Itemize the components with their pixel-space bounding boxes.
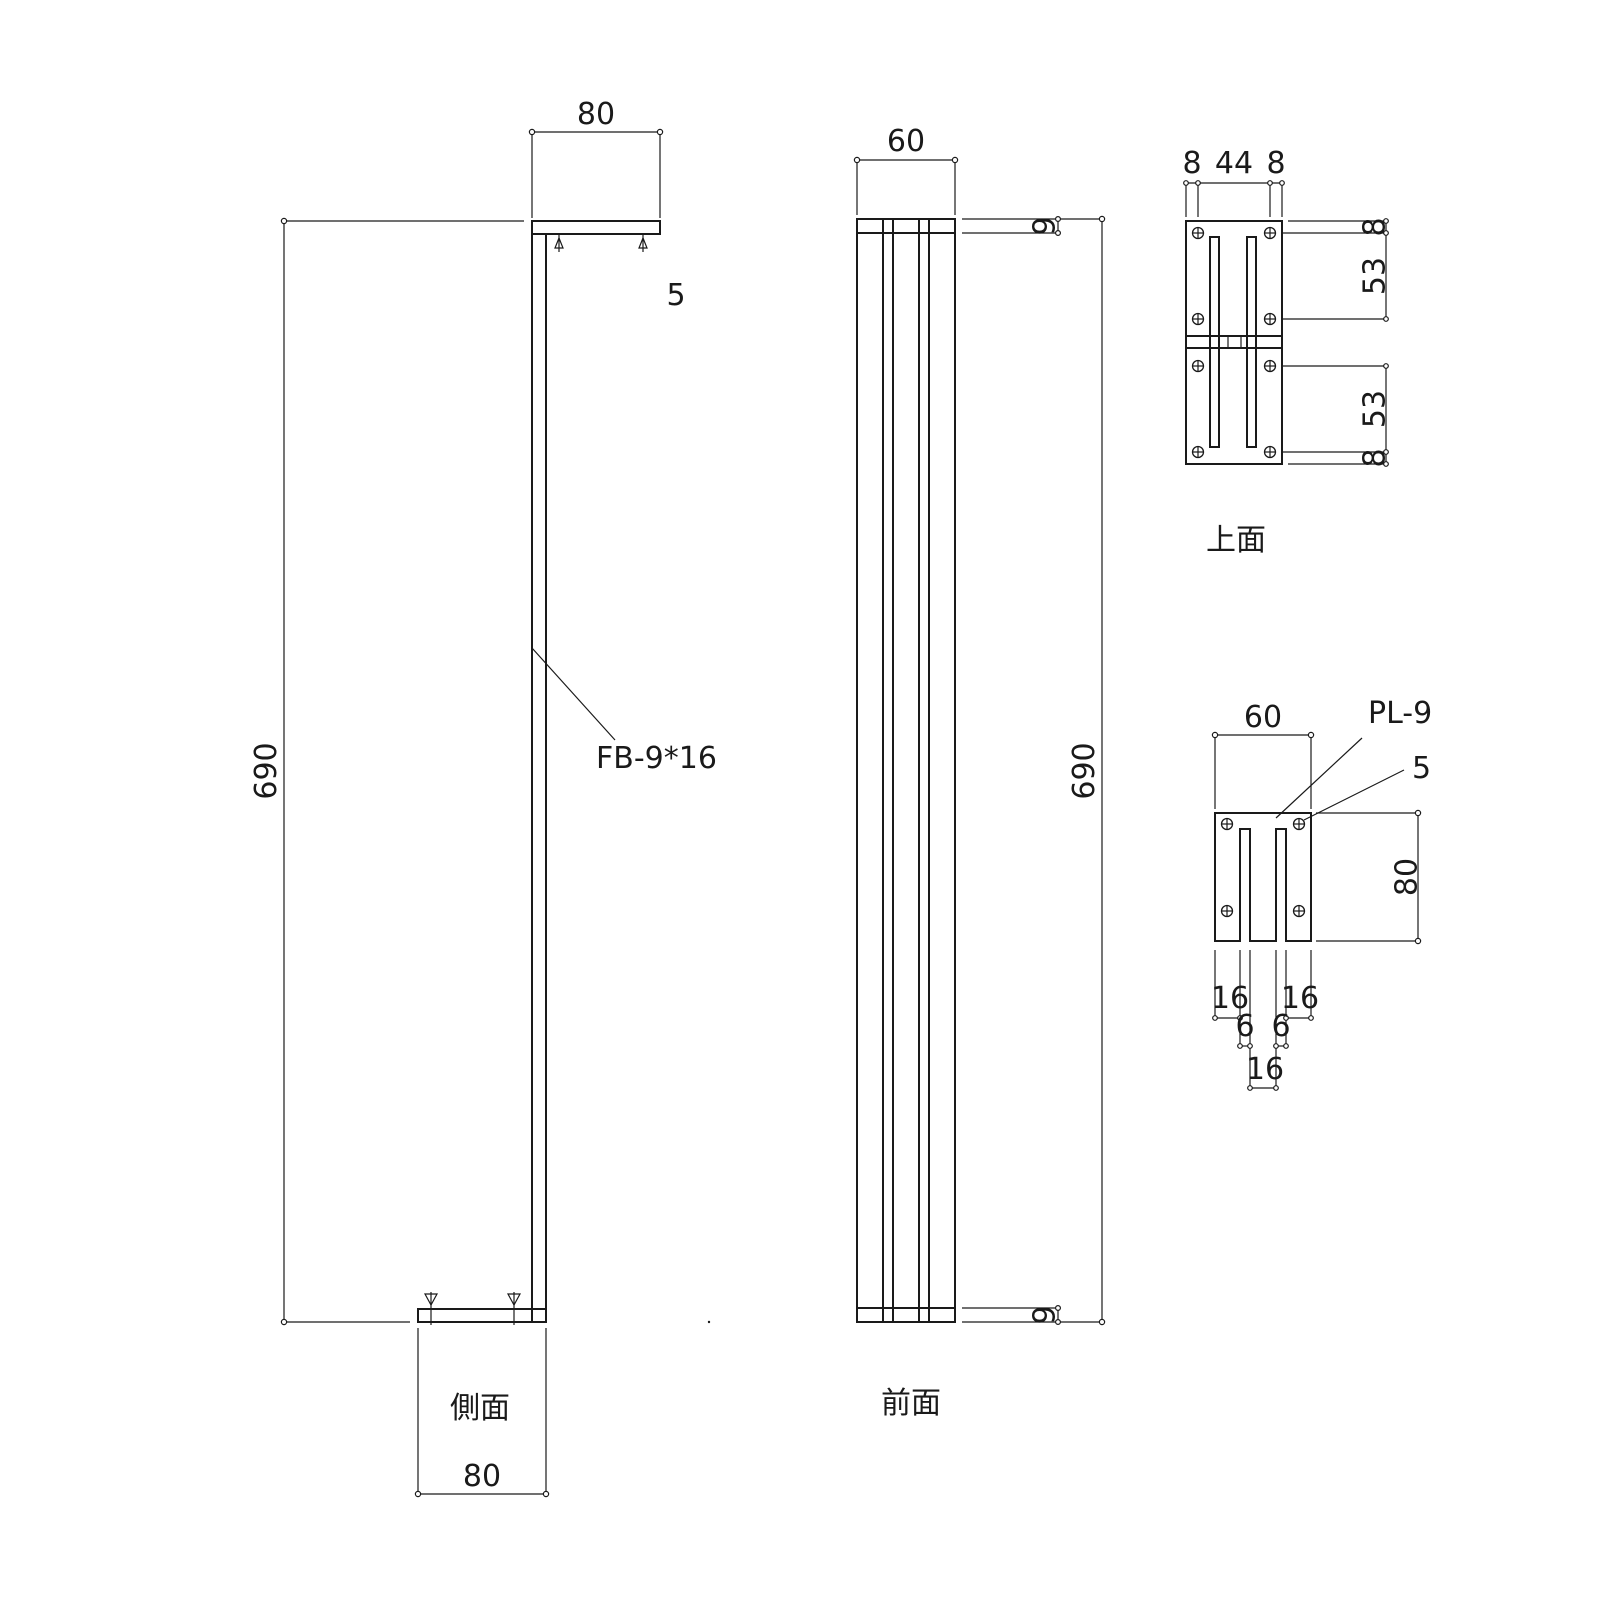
dim-top-middle-label: 44 bbox=[1215, 146, 1253, 181]
bolt-icon bbox=[1191, 445, 1205, 459]
dim-front-height-label: 690 bbox=[1067, 742, 1102, 799]
dim-side-height-label: 690 bbox=[249, 742, 284, 799]
front-outline bbox=[856, 218, 956, 1323]
dim-front-height: 690 bbox=[1060, 215, 1106, 1326]
bolt-icon bbox=[1263, 359, 1277, 373]
bolt-icon bbox=[1220, 904, 1234, 918]
dim-top-edge-2-label: 8 bbox=[1358, 448, 1393, 467]
dim-plate-depth-label: 80 bbox=[1390, 858, 1425, 896]
bolt-icon bbox=[1263, 445, 1277, 459]
dim-plate-slot-left-label: 6 bbox=[1235, 1009, 1254, 1044]
dim-side-top-width-label: 80 bbox=[577, 97, 615, 132]
dim-front-bottom-plate: 9 bbox=[962, 1304, 1104, 1325]
bolt-icon bbox=[1263, 312, 1277, 326]
dim-plate-center-label: 16 bbox=[1246, 1052, 1284, 1087]
leader-member: FB-9*16 bbox=[531, 647, 717, 776]
dim-plate-leg-left-label: 16 bbox=[1211, 981, 1249, 1016]
leader-plate: PL-9 bbox=[1275, 696, 1432, 819]
dim-plate-bottom: 16 16 6 6 16 bbox=[1211, 950, 1319, 1091]
side-top-plate bbox=[531, 220, 661, 235]
dim-plate-width-label: 60 bbox=[1244, 700, 1282, 735]
plate-label: PL-9 bbox=[1368, 696, 1432, 731]
dim-top-pitch-2-label: 53 bbox=[1358, 390, 1393, 428]
dim-plate-depth: 80 bbox=[1316, 809, 1425, 945]
dim-front-width-label: 60 bbox=[887, 124, 925, 159]
top-outline bbox=[1185, 220, 1283, 465]
bolt-icon bbox=[1220, 817, 1234, 831]
top-view-title: 上面 bbox=[1206, 523, 1266, 558]
top-slot-right bbox=[1246, 236, 1257, 448]
dim-top-pitch-1-label: 53 bbox=[1358, 257, 1393, 295]
top-view: 8 44 8 8 53 53 8 上面 bbox=[1182, 146, 1392, 558]
front-bars bbox=[882, 219, 930, 1322]
member-label: FB-9*16 bbox=[596, 741, 717, 776]
dim-top-vertical: 8 53 53 8 bbox=[1282, 217, 1393, 468]
weld-symbol-bottom bbox=[423, 1292, 522, 1325]
dim-top-left-edge-label: 8 bbox=[1182, 146, 1201, 181]
dim-top-edge-1-label: 8 bbox=[1358, 217, 1393, 236]
top-slot-left bbox=[1209, 236, 1220, 448]
bolt-icon bbox=[1191, 226, 1205, 240]
leader-weld: 5 bbox=[1303, 751, 1431, 821]
dim-front-top-plate: 9 bbox=[962, 216, 1063, 237]
dim-plate-leg-right-label: 16 bbox=[1281, 981, 1319, 1016]
dim-front-width: 60 bbox=[853, 124, 959, 215]
dim-side-top-width: 80 bbox=[528, 97, 664, 218]
side-vertical-bar bbox=[531, 233, 547, 1323]
side-view-title: 側面 bbox=[450, 1391, 510, 1426]
dim-top-right-edge-label: 8 bbox=[1266, 146, 1285, 181]
bolt-icon bbox=[1191, 312, 1205, 326]
bolt-icon bbox=[1191, 359, 1205, 373]
bolt-icon bbox=[1292, 817, 1306, 831]
dim-side-bottom-width-label: 80 bbox=[463, 1459, 501, 1494]
weld-label: 5 bbox=[1412, 751, 1431, 786]
dim-side-weld-label: 5 bbox=[666, 278, 685, 313]
dim-side-bottom-width: 80 bbox=[414, 1328, 550, 1498]
plate-bolts bbox=[1220, 817, 1306, 918]
front-view: 60 9 9 690 前面 bbox=[853, 124, 1106, 1421]
dim-top-horizontal: 8 44 8 bbox=[1182, 146, 1286, 217]
bolt-icon bbox=[1292, 904, 1306, 918]
plate-detail: 60 PL-9 5 80 bbox=[1211, 696, 1432, 1091]
weld-symbol-top bbox=[554, 234, 648, 252]
dim-plate-slot-right-label: 6 bbox=[1271, 1009, 1290, 1044]
top-bolts bbox=[1191, 226, 1277, 459]
dim-plate-width: 60 bbox=[1211, 700, 1315, 809]
side-bottom-plate bbox=[417, 1308, 547, 1323]
stray-dot bbox=[707, 1320, 711, 1324]
dim-front-bottom-plate-label: 9 bbox=[1028, 1305, 1063, 1324]
front-view-title: 前面 bbox=[881, 1386, 941, 1421]
dim-side-height: 690 bbox=[249, 217, 524, 1326]
plate-outline bbox=[1214, 812, 1312, 942]
dim-front-top-plate-label: 9 bbox=[1028, 216, 1063, 235]
side-view: 80 5 690 FB-9*16 80 側面 bbox=[249, 97, 717, 1498]
bolt-icon bbox=[1263, 226, 1277, 240]
